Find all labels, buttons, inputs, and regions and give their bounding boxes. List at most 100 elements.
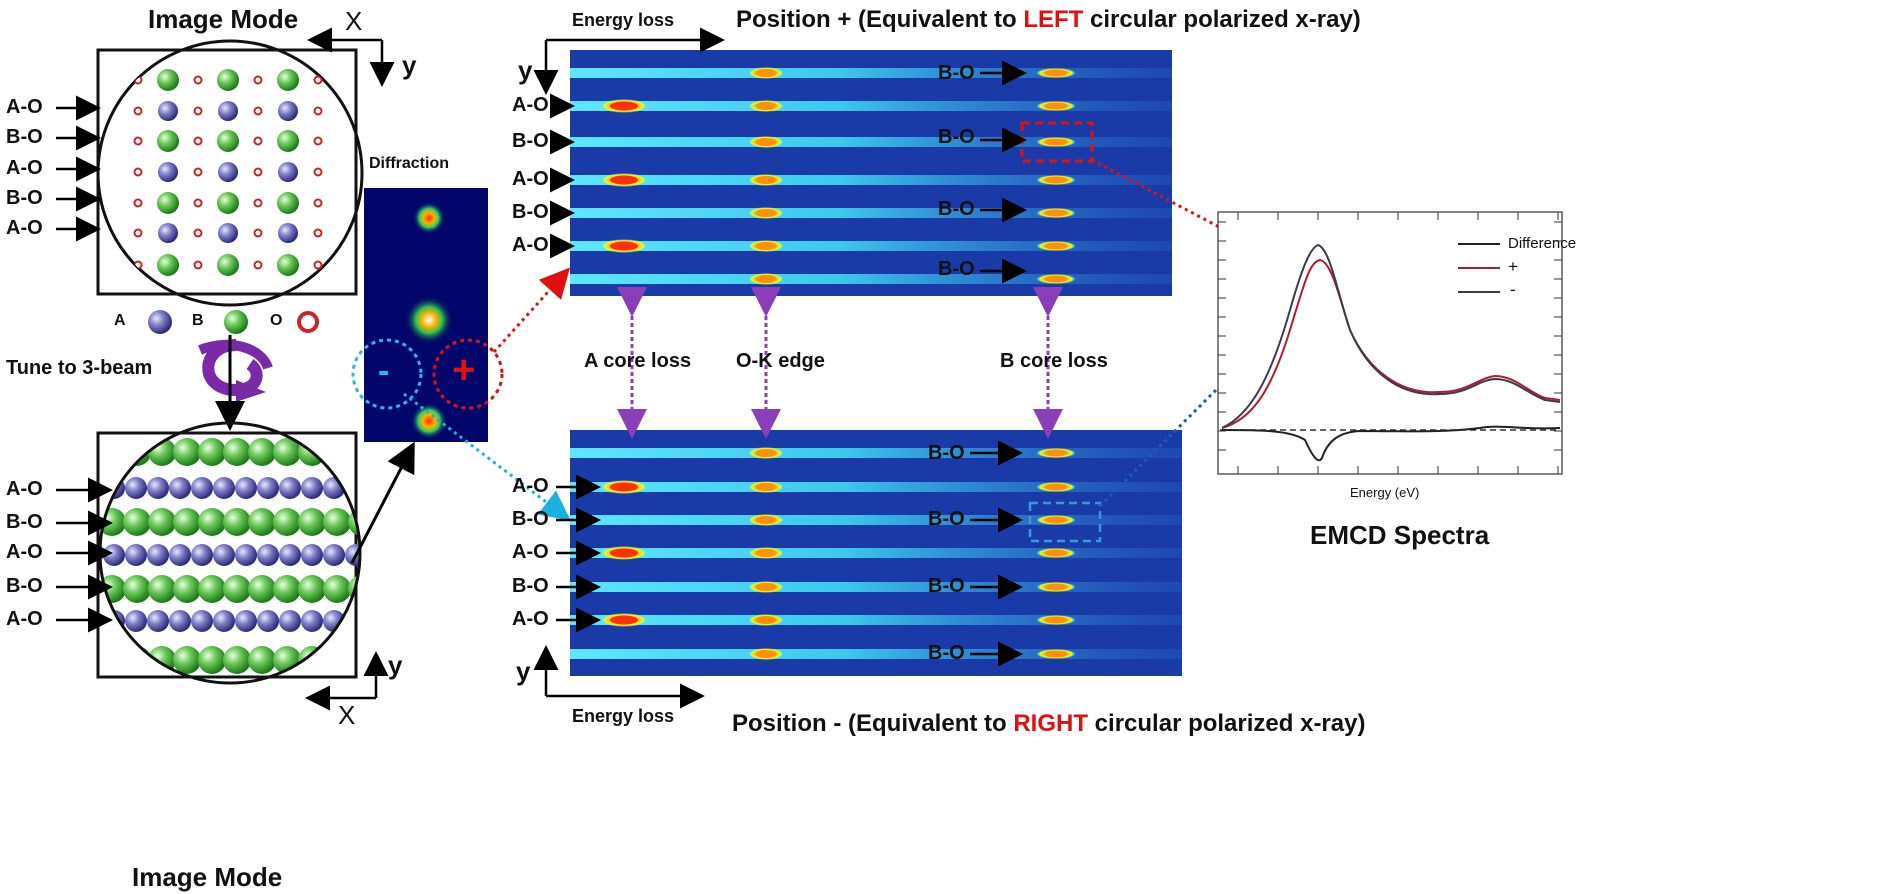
energy-stripe: [570, 482, 1182, 492]
bottom-panel-y-label: y: [516, 656, 531, 686]
b-atom: [198, 438, 226, 466]
top-x-axis-label: X: [345, 6, 363, 36]
a-atom: [191, 544, 213, 566]
legend-a-label: A: [114, 312, 126, 329]
top-image-row-label: B-O: [6, 126, 43, 148]
top-panel-right-row: B-O: [938, 62, 975, 84]
plus-aperture: [432, 338, 504, 410]
top-panel-right-row: B-O: [938, 258, 975, 280]
top-panel-left-row: B-O: [512, 130, 549, 152]
bottom-image-mode-title: Image Mode: [132, 862, 283, 892]
b-atom: [273, 508, 301, 536]
b-atom: [198, 575, 226, 603]
b-atom: [223, 646, 251, 674]
b-atom: [277, 130, 299, 152]
o-atom: [253, 260, 263, 270]
energy-stripe: [570, 175, 1172, 185]
o-atom: [313, 228, 323, 238]
top-image-row-label: A-O: [6, 157, 43, 179]
b-atom: [298, 508, 326, 536]
a-atom: [147, 477, 169, 499]
a-atom: [218, 101, 238, 121]
minus-curve: [1221, 243, 1561, 429]
b-atom: [277, 254, 299, 276]
a-atom: [301, 610, 323, 632]
a-atom: [158, 162, 178, 182]
b-atom: [217, 130, 239, 152]
minus-region-box: [1028, 501, 1102, 543]
top-atom-lattice: [133, 69, 323, 276]
b-atom: [277, 192, 299, 214]
b-atom: [148, 508, 176, 536]
a-atom: [257, 610, 279, 632]
b-atom: [157, 69, 179, 91]
a-atom: [257, 477, 279, 499]
a-atom: [125, 610, 147, 632]
bottom-image-row-label: B-O: [6, 511, 43, 533]
top-panel-right-row: B-O: [938, 126, 975, 148]
a-atom: [257, 544, 279, 566]
b-atom: [198, 508, 226, 536]
a-atom: [279, 544, 301, 566]
legend-plus: +: [1508, 257, 1518, 276]
b-atom: [248, 438, 276, 466]
b-core-loss-label: B core loss: [1000, 350, 1108, 372]
b-atom: [217, 192, 239, 214]
a-atom: [301, 477, 323, 499]
spectra-xlabel: Energy (eV): [1350, 485, 1420, 500]
o-atom: [193, 260, 203, 270]
a-atom: [278, 162, 298, 182]
a-atom: [279, 477, 301, 499]
energy-stripe: [570, 208, 1172, 218]
energy-stripe: [570, 274, 1172, 284]
a-atom: [213, 477, 235, 499]
b-atom: [173, 508, 201, 536]
a-atom: [213, 544, 235, 566]
top-panel-left-row: A-O: [512, 168, 549, 190]
core-loss-connectors: [617, 287, 1063, 439]
plus-symbol: +: [452, 348, 476, 392]
energy-stripe: [570, 101, 1172, 111]
energy-stripe: [570, 68, 1172, 78]
a-atom: [147, 544, 169, 566]
top-spectrum-image: [570, 50, 1172, 296]
energy-stripe: [570, 548, 1182, 558]
b-atom: [148, 575, 176, 603]
energy-stripe: [570, 582, 1182, 592]
a-atom: [279, 610, 301, 632]
bottom-spectrum-image: [570, 430, 1182, 676]
o-atom: [193, 228, 203, 238]
energy-stripe: [570, 515, 1182, 525]
bottom-image-mode-panel: [96, 421, 415, 711]
a-atom: [103, 544, 125, 566]
o-atom: [313, 75, 323, 85]
o-atom: [193, 198, 203, 208]
top-image-mode-panel: [96, 27, 395, 307]
b-atom: [123, 508, 151, 536]
o-atom: [193, 167, 203, 177]
o-atom: [313, 198, 323, 208]
b-atom: [157, 254, 179, 276]
diffraction-pattern: [351, 188, 504, 442]
o-atom-icon: [297, 311, 319, 333]
o-atom: [193, 136, 203, 146]
top-panel-right-row: B-O: [938, 198, 975, 220]
difference-curve: [1221, 425, 1561, 462]
spectra-title: EMCD Spectra: [1310, 520, 1490, 550]
bottom-image-row-label: A-O: [6, 541, 43, 563]
a-atom: [191, 477, 213, 499]
bottom-panel-right-row: B-O: [928, 508, 965, 530]
top-image-row-label: A-O: [6, 217, 43, 239]
a-atom: [169, 610, 191, 632]
b-atom: [217, 254, 239, 276]
bottom-panel-left-row: A-O: [512, 541, 549, 563]
bottom-panel-left-row: B-O: [512, 575, 549, 597]
a-atom: [301, 544, 323, 566]
diffraction-title: Diffraction: [369, 155, 449, 172]
o-atom: [313, 136, 323, 146]
o-atom: [253, 75, 263, 85]
legend-b-label: B: [192, 312, 204, 329]
b-atom: [248, 575, 276, 603]
minus-symbol: -: [378, 352, 390, 390]
b-atom: [273, 575, 301, 603]
